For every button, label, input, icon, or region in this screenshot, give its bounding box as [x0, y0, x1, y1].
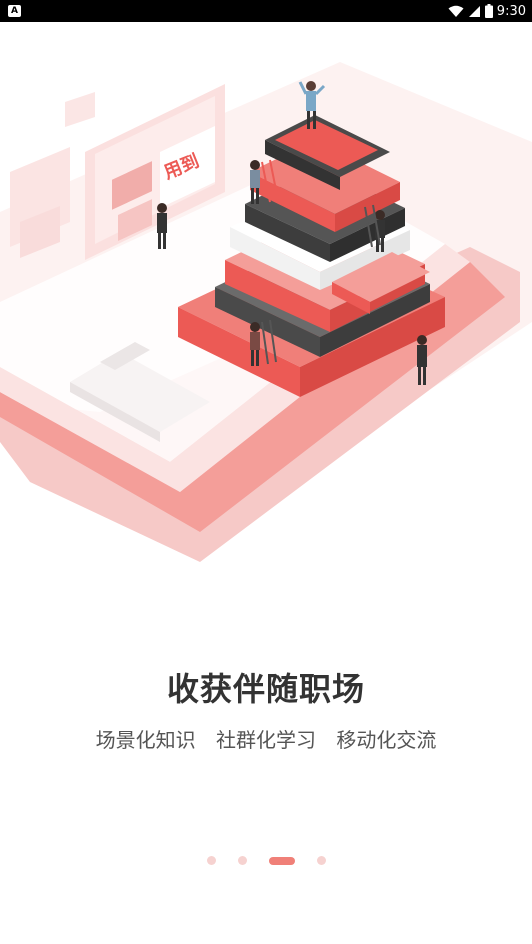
person-right — [417, 335, 427, 385]
page-indicator — [0, 856, 532, 865]
person-ladder-left — [250, 159, 279, 204]
page-dot-3-active[interactable] — [268, 856, 295, 865]
clock: 9:30 — [496, 3, 526, 19]
subtitle-item-community: 社群化学习 — [216, 728, 316, 752]
headline: 收获伴随职场 — [166, 670, 365, 708]
subtitle-item-scenario: 场景化知识 — [95, 728, 196, 752]
page-dot-4[interactable] — [316, 856, 326, 865]
person-bottom-ladder — [250, 319, 277, 366]
a-letter-icon: A — [8, 5, 21, 17]
wifi-icon — [448, 5, 464, 17]
page-dot-2[interactable] — [237, 856, 247, 865]
page-dot-1[interactable] — [206, 856, 216, 865]
person-top — [298, 81, 326, 129]
book-stack — [178, 115, 445, 397]
battery-icon — [484, 4, 493, 18]
subtitle: 场景化知识 社群化学习 移动化交流 — [0, 724, 532, 753]
subtitle-item-mobile: 移动化交流 — [336, 728, 437, 752]
floating-board: 用到 — [85, 84, 225, 260]
status-bar: A 9:30 — [0, 0, 532, 22]
people — [157, 81, 427, 385]
person-board — [157, 203, 167, 249]
onboarding-illustration: 用到 — [0, 62, 532, 562]
person-ladder-right — [364, 204, 385, 252]
signal-icon — [468, 5, 480, 17]
